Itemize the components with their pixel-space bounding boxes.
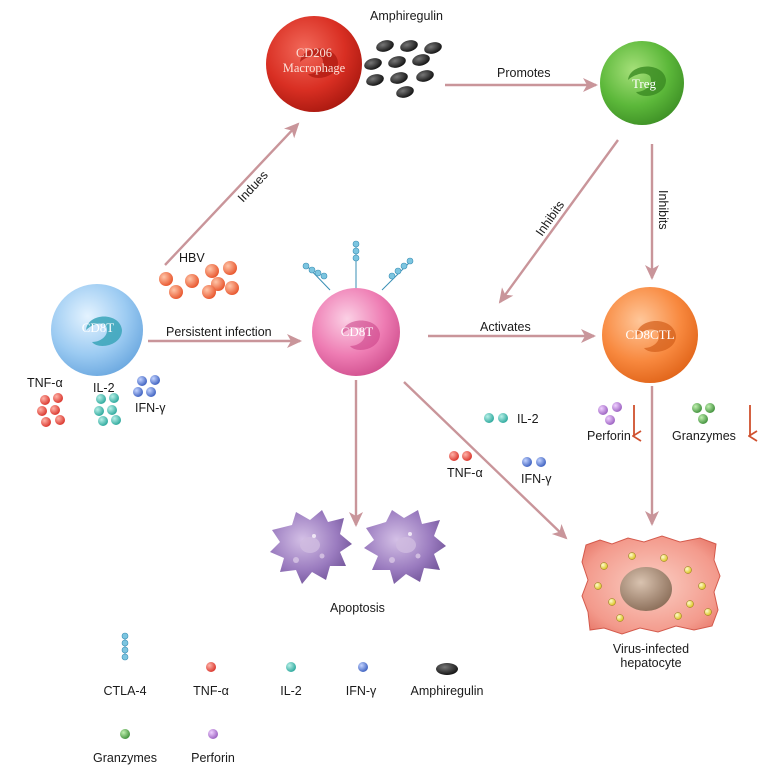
center-cd8t-cell: CD8T bbox=[302, 240, 414, 376]
arrow-treg-inhibits-cd8t bbox=[498, 139, 619, 304]
naive-cd8t-cell: CD8T bbox=[51, 284, 143, 376]
ifn-gamma-mid-label: IFN-γ bbox=[521, 472, 552, 486]
activates-label: Activates bbox=[480, 320, 531, 334]
legend-item-ctla4: CTLA-4 bbox=[103, 632, 147, 698]
amphiregulin-label: Amphiregulin bbox=[370, 9, 443, 23]
legend-label: TNF-α bbox=[193, 684, 229, 698]
perforin-dot-icon bbox=[208, 729, 218, 739]
il2-left-label: IL-2 bbox=[93, 381, 115, 395]
naive-cd8t-label: CD8T bbox=[82, 320, 115, 335]
tnf-alpha-cluster-left bbox=[37, 393, 65, 427]
tnf-alpha-left-label: TNF-α bbox=[27, 376, 63, 390]
tnf-alpha-mid-label: TNF-α bbox=[447, 466, 483, 480]
apoptotic-cell-right bbox=[364, 510, 446, 584]
legend: CTLA-4 TNF-α IL-2 IFN-γ Amphiregulin Gra… bbox=[93, 632, 484, 765]
legend-label: Perforin bbox=[191, 751, 235, 765]
cd8ctl-cell: CD8CTL bbox=[602, 287, 698, 383]
arrows bbox=[148, 78, 659, 540]
legend-item-granzymes: Granzymes bbox=[93, 729, 157, 765]
arrow-cd8t-to-hepatocyte bbox=[403, 381, 568, 540]
granzyme-dot-icon bbox=[120, 729, 130, 739]
cd206-macrophage-cell: CD206 Macrophage bbox=[266, 16, 362, 112]
granzymes-label: Granzymes bbox=[672, 429, 736, 443]
ifn-gamma-left-label: IFN-γ bbox=[135, 401, 166, 415]
tnf-alpha-dot-icon bbox=[206, 662, 216, 672]
legend-label: Amphiregulin bbox=[411, 684, 484, 698]
ctla4-chain-icon bbox=[121, 632, 129, 661]
legend-label: IL-2 bbox=[280, 684, 302, 698]
legend-item-perforin: Perforin bbox=[191, 729, 235, 765]
macrophage-label-line2: Macrophage bbox=[283, 61, 346, 75]
inhibits-right-label: Inhibits bbox=[656, 190, 670, 230]
apoptosis-label: Apoptosis bbox=[330, 601, 385, 615]
granzymes-cluster bbox=[692, 403, 715, 424]
ifn-gamma-pair-mid bbox=[522, 457, 546, 467]
treg-cell: Treg bbox=[600, 41, 684, 125]
legend-item-tnf-alpha: TNF-α bbox=[193, 662, 229, 698]
il2-pair-mid bbox=[484, 413, 508, 423]
legend-label: IFN-γ bbox=[346, 684, 377, 698]
ifn-gamma-cluster-left bbox=[133, 375, 160, 397]
amphiregulin-cluster bbox=[364, 40, 442, 98]
il2-mid-label: IL-2 bbox=[517, 412, 539, 426]
hepatocyte-label-line2: hepatocyte bbox=[620, 656, 681, 670]
apoptotic-cell-left bbox=[270, 510, 352, 584]
legend-label: Granzymes bbox=[93, 751, 157, 765]
viral-particles bbox=[594, 552, 712, 622]
tnf-alpha-pair-mid bbox=[449, 451, 472, 461]
hbv-particles bbox=[159, 261, 239, 299]
virus-infected-hepatocyte bbox=[581, 535, 721, 635]
legend-item-ifn-gamma: IFN-γ bbox=[346, 662, 377, 698]
ifn-gamma-dot-icon bbox=[358, 662, 368, 672]
hbv-label: HBV bbox=[179, 251, 205, 265]
ctla4-receptors bbox=[302, 240, 414, 291]
treg-label: Treg bbox=[632, 76, 657, 91]
center-cd8t-label: CD8T bbox=[341, 324, 374, 339]
persistent-infection-label: Persistent infection bbox=[166, 325, 272, 339]
perforin-label: Perforin bbox=[587, 429, 631, 443]
il2-cluster-left bbox=[94, 393, 121, 426]
promotes-label: Promotes bbox=[497, 66, 551, 80]
hepatocyte-label-line1: Virus-infected bbox=[613, 642, 689, 656]
legend-label: CTLA-4 bbox=[103, 684, 146, 698]
amphiregulin-oval-icon bbox=[436, 663, 458, 675]
arrow-hbv-to-macrophage bbox=[164, 122, 300, 266]
macrophage-label-line1: CD206 bbox=[296, 46, 332, 60]
legend-item-amphiregulin: Amphiregulin bbox=[411, 663, 484, 698]
legend-item-il2: IL-2 bbox=[280, 662, 302, 698]
perforin-cluster bbox=[598, 402, 622, 425]
il2-dot-icon bbox=[286, 662, 296, 672]
cd8ctl-label: CD8CTL bbox=[625, 327, 674, 342]
